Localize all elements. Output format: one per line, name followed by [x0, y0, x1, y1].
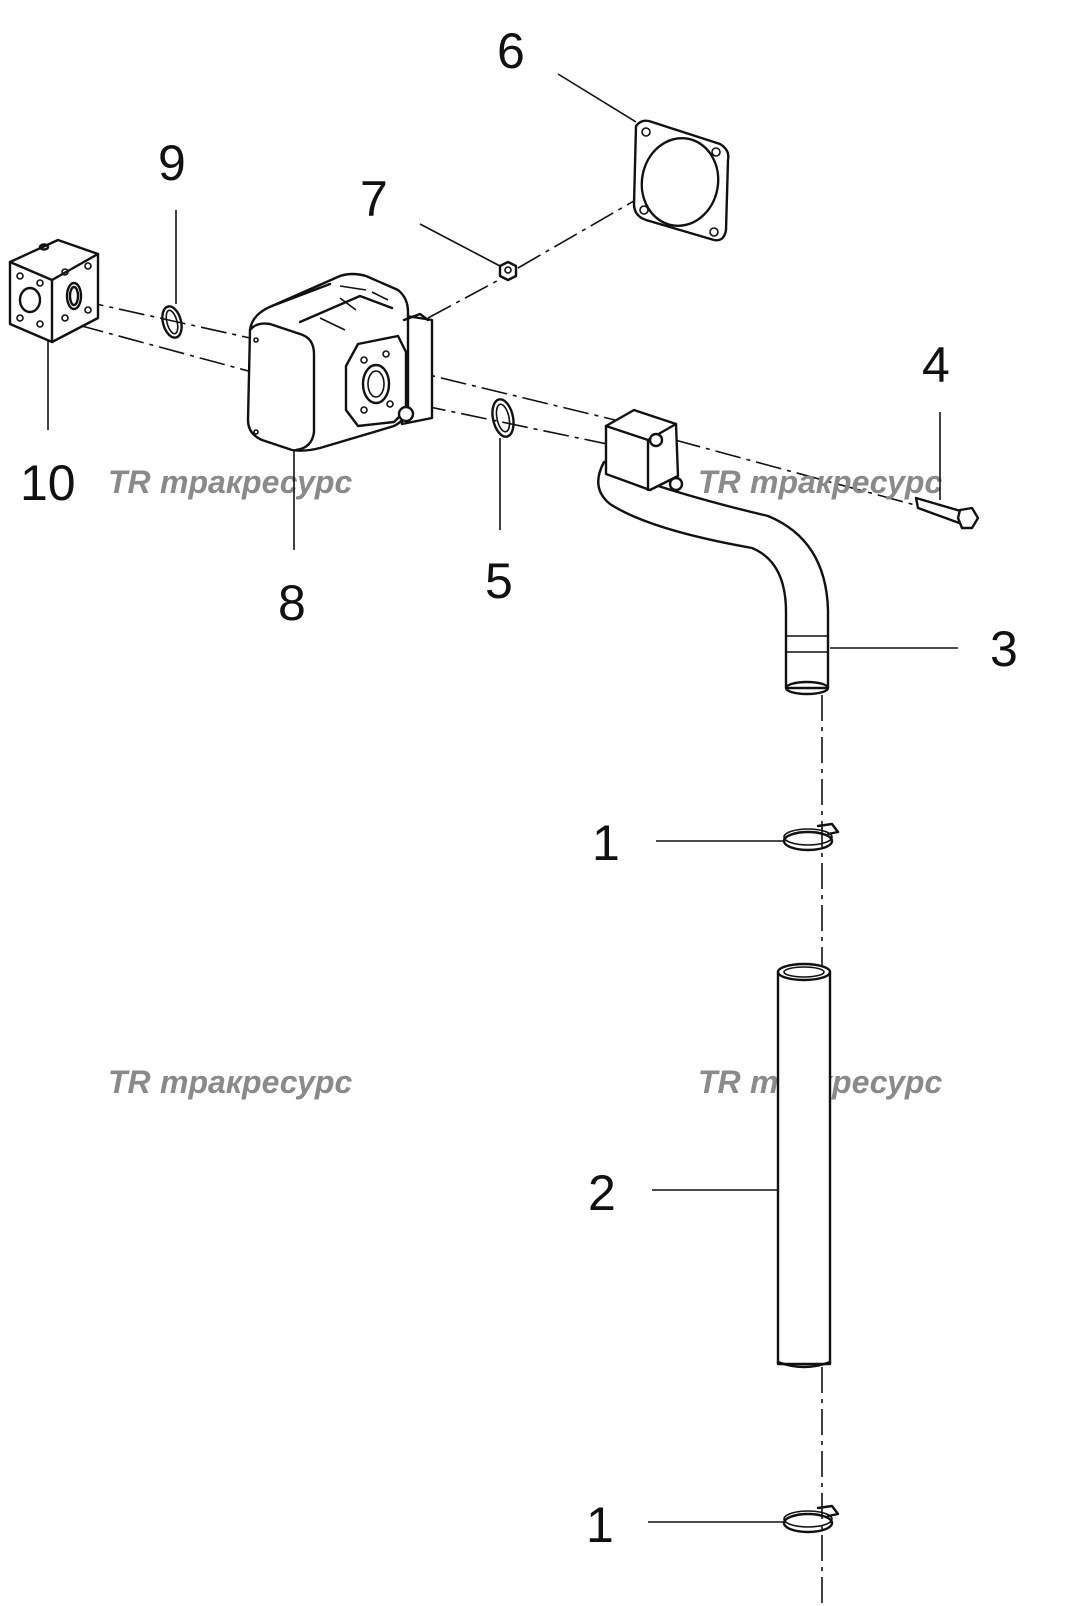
watermark-3: TR тракресурс	[108, 1064, 352, 1100]
part-4-bolt	[914, 496, 980, 530]
part-8-pump	[246, 272, 434, 452]
callout-3: 3	[990, 621, 1018, 677]
watermark-2: TR тракресурс	[698, 464, 942, 500]
watermark-logo: TR	[108, 1064, 151, 1100]
part-10-block	[8, 238, 100, 344]
watermark-text: тракресурс	[160, 464, 352, 500]
assembly-axis-lines	[77, 149, 916, 1606]
part-9-o-ring	[161, 305, 183, 339]
callout-6: 6	[497, 23, 525, 79]
callout-9: 9	[158, 135, 186, 191]
part-3-suction-tube	[597, 408, 830, 696]
callout-numbers: 6 7 9 10 8 5 4 3 1 2 1	[20, 23, 1018, 1553]
callout-4: 4	[922, 337, 950, 393]
part-1-hose-clamp-lower	[782, 1504, 840, 1534]
callout-8: 8	[278, 575, 306, 631]
part-1-hose-clamp-upper	[782, 822, 840, 852]
callout-1-lower: 1	[586, 1497, 614, 1553]
watermark-1: TR тракресурс	[108, 464, 352, 500]
part-2-hose	[776, 962, 832, 1369]
watermark-logo: TR	[698, 1064, 741, 1100]
leader-lines	[47, 73, 958, 1523]
part-5-o-ring	[491, 398, 515, 438]
callout-7: 7	[360, 171, 388, 227]
part-7-nut	[498, 260, 518, 282]
watermark-text: тракресурс	[160, 1064, 352, 1100]
callout-10: 10	[20, 455, 76, 511]
watermark-text: тракресурс	[750, 464, 942, 500]
part-6-gasket	[632, 119, 730, 242]
callout-2: 2	[588, 1165, 616, 1221]
callout-5: 5	[485, 553, 513, 609]
callout-1-upper: 1	[592, 815, 620, 871]
watermark-logo: TR	[698, 464, 741, 500]
watermark-logo: TR	[108, 464, 151, 500]
